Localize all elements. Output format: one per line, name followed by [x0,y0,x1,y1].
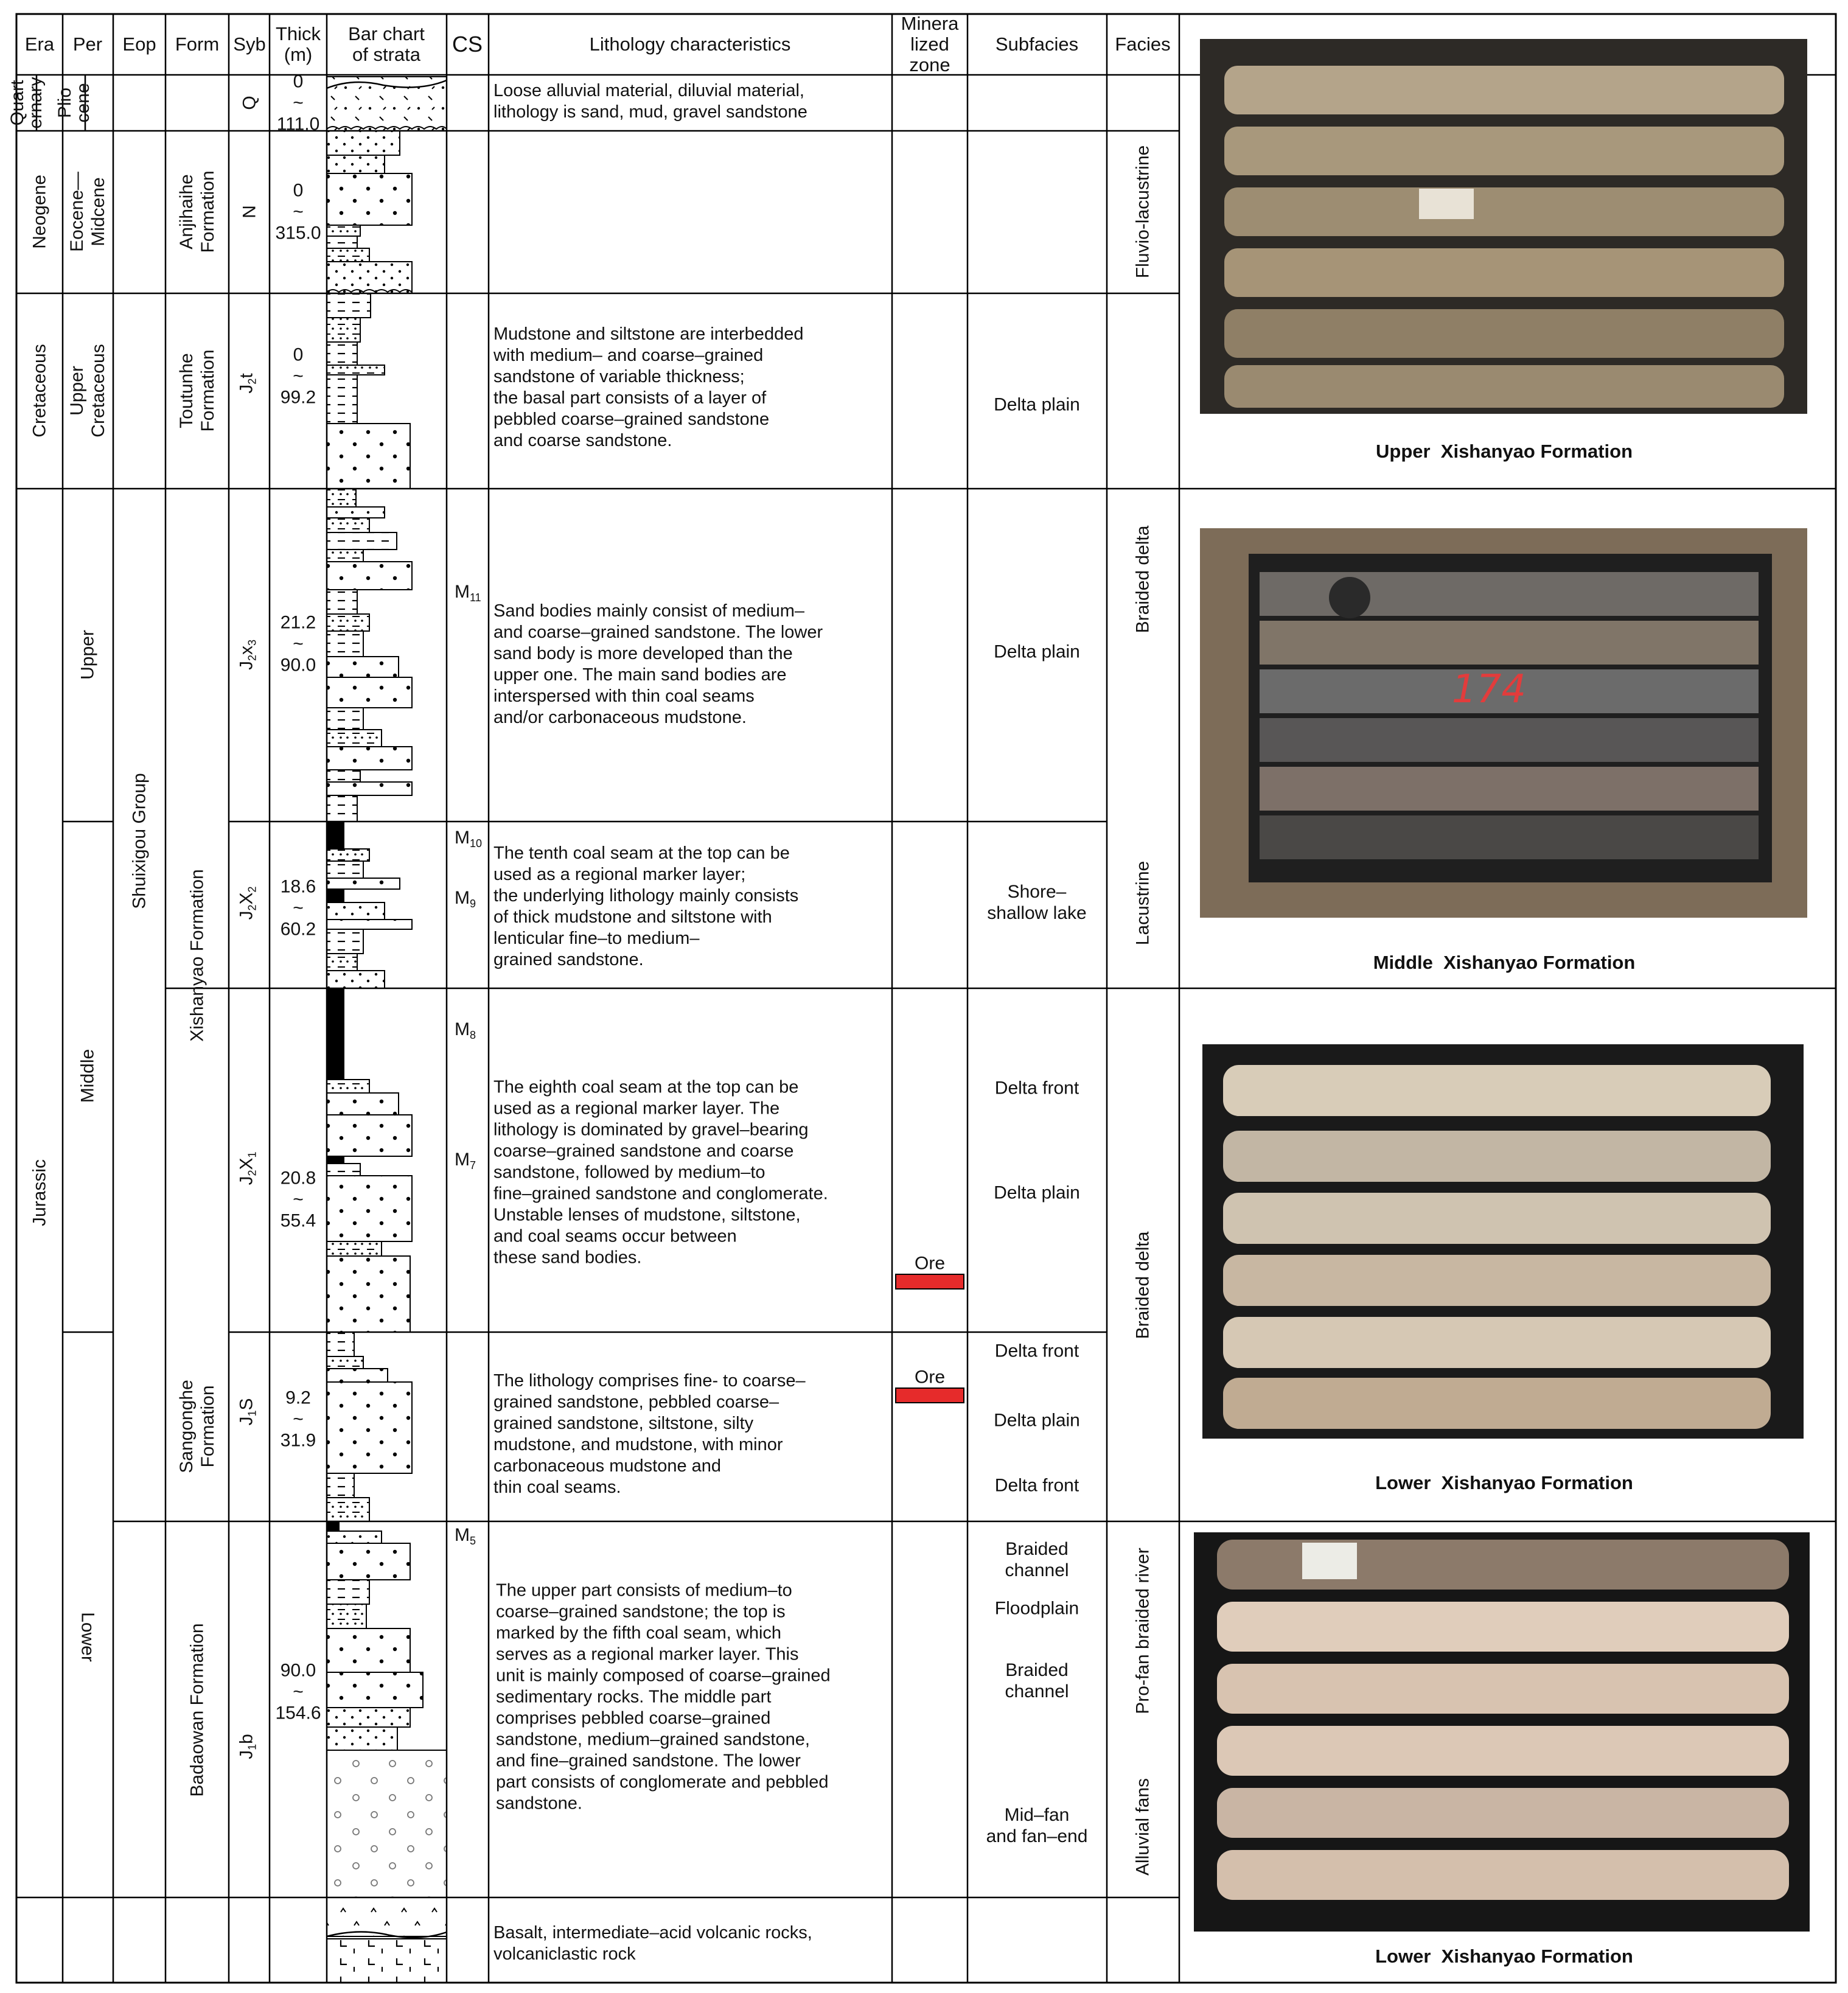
facies-braided-delta-2: Braided delta [1132,1231,1153,1339]
era-quaternary: Quart ernary [7,77,46,129]
facies-fluvio-lacustrine: Fluvio-lacustrine [1132,145,1153,279]
coal-seam-m8: M8 [455,1019,476,1041]
subfacies-s-front-1: Delta front [994,1341,1079,1361]
period-middle: Middle [77,1049,98,1103]
facies-lacustrine: Lacustrine [1132,860,1153,946]
header-eop: Eop [122,33,156,55]
thickness-b: 90.0 ~ 154.6 [275,1660,321,1723]
header-facies: Facies [1115,33,1171,55]
era-jurassic: Jurassic [29,1159,50,1227]
facies-braided-delta-1: Braided delta [1132,525,1153,634]
core-photo-4 [1194,1532,1810,1932]
period-pliocene: Plio cene [55,83,93,123]
facies-alluvial-fans: Alluvial fans [1132,1778,1153,1876]
core-photo-3 [1202,1044,1804,1439]
core-photo-2 [1200,528,1807,918]
subfacies-xishanyao-upper: Delta plain [994,641,1080,662]
subfacies-b-channel-2: Braided channel [1005,1660,1069,1702]
header-per: Per [72,33,103,55]
core-photo-1 [1200,39,1807,414]
caption-middle-xishanyao: Middle Xishanyao Formation [1373,952,1636,973]
caption-lower-xishanyao-1: Lower Xishanyao Formation [1375,1472,1633,1493]
lithology-sangonghe: The lithology comprises fine- to coarse–… [493,1371,806,1497]
subfacies-x1-plain: Delta plain [994,1182,1080,1203]
thickness-x1: 20.8 ~ 55.4 [280,1168,316,1231]
period-upper: Upper [77,630,98,680]
lithology-basement: Basalt, intermediate–acid volcanic rocks… [493,1923,812,1964]
formation-sangonghe: Sangonghe Formation [176,1380,218,1473]
symbol-j2x1: J2X1 [236,1151,259,1185]
mineralized-label-x1: Ore [914,1253,946,1274]
header-syb: Syb [233,33,266,55]
symbol-q: Q [239,96,260,110]
symbol-j1s: J1S [236,1398,259,1426]
era-neogene: Neogene [29,175,50,249]
header-lithology: Lithology characteristics [589,33,791,55]
lithology-toutunhe: Mudstone and siltstone are interbedded w… [493,324,804,450]
facies-pro-fan-braided-river: Pro-fan braided river [1132,1548,1153,1714]
thickness-t: 0 ~ 99.2 [280,344,316,408]
subfacies-xishanyao-middle: Shore– shallow lake [987,882,1087,923]
symbol-n: N [239,205,260,218]
period-lower: Lower [77,1612,98,1662]
subfacies-s-plain: Delta plain [994,1410,1080,1431]
thickness-s: 9.2 ~ 31.9 [280,1387,316,1451]
subfacies-b-floodplain: Floodplain [994,1598,1079,1619]
era-cretaceous: Cretaceous [29,344,50,438]
caption-lower-xishanyao-2: Lower Xishanyao Formation [1375,1946,1633,1967]
header-form: Form [175,33,220,55]
symbol-j2x2: J2X2 [236,886,259,920]
header-thick: Thick (m) [275,23,321,65]
formation-toutunhe: Toutunhe Formation [176,349,218,432]
symbol-j2x3: J2x3 [236,639,259,671]
mineralized-label-s: Ore [914,1367,946,1387]
coal-seam-m10: M10 [455,828,483,850]
subfacies-toutunhe: Delta plain [994,394,1080,415]
core-box-number-174: 174 [1451,667,1527,712]
header-cs: CS [452,32,483,57]
header-mineralized-zone: Minera lized zone [901,13,959,75]
header-bar-chart: Bar chart of strata [348,23,425,65]
formation-badaowan: Badaowan Formation [187,1623,207,1797]
thickness-x3: 21.2 ~ 90.0 [280,612,316,675]
lithology-xishanyao-upper: Sand bodies mainly consist of medium– an… [493,601,823,727]
header-subfacies: Subfacies [995,33,1079,55]
formation-xishanyao: Xishanyao Formation [187,869,207,1042]
ore-zone-bar-x1 [895,1274,964,1290]
lithology-quaternary: Loose alluvial material, diluvial materi… [493,81,807,122]
symbol-j1b: J1b [236,1734,259,1759]
coal-seam-m9: M9 [455,888,476,910]
coal-seam-m7: M7 [455,1150,476,1171]
symbol-j2t: J2t [236,373,259,394]
lithology-badaowan: The upper part consists of medium–to coa… [496,1580,831,1813]
period-upper-cretaceous: Upper Cretaceous [67,344,108,438]
subfacies-s-front-2: Delta front [994,1475,1079,1496]
header-era: Era [24,33,55,55]
strata-bar-chart [326,76,447,1983]
lithology-xishanyao-lower: The eighth coal seam at the top can be u… [493,1077,828,1268]
subfacies-b-midfan: Mid–fan and fan–end [986,1805,1088,1846]
ore-zone-bar-s [895,1387,964,1403]
thickness-n: 0 ~ 315.0 [275,180,321,243]
thickness-x2: 18.6 ~ 60.2 [280,876,316,940]
subfacies-b-channel-1: Braided channel [1005,1539,1069,1580]
thickness-q: 0 ~ 111.0 [276,71,320,134]
period-eocene-midcene: Eocene— Midcene [67,172,108,252]
formation-anjihaihe: Anjihaihe Formation [176,170,218,253]
coal-seam-m5: M5 [455,1525,476,1547]
group-shuixigou: Shuixigou Group [129,773,150,909]
coal-seam-m11: M11 [455,582,481,604]
subfacies-x1-front: Delta front [994,1078,1079,1098]
caption-upper-xishanyao: Upper Xishanyao Formation [1375,441,1633,462]
lithology-xishanyao-middle: The tenth coal seam at the top can be us… [493,843,799,969]
